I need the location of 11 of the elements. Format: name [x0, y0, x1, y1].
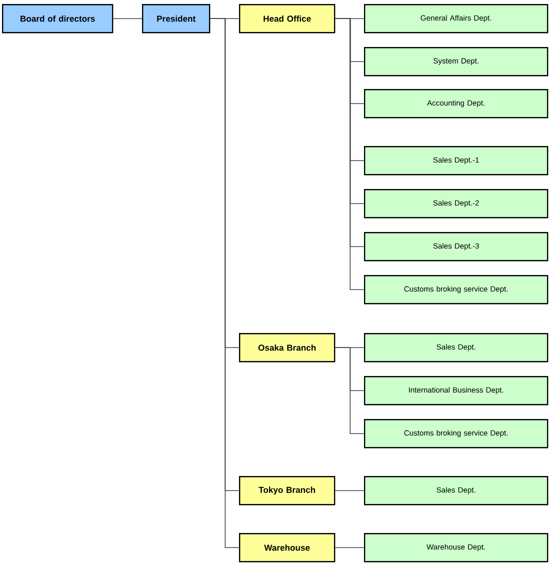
connector-line	[334, 490, 364, 491]
org-box: Board of directors	[2, 4, 114, 34]
office-box: Head Office	[239, 4, 336, 34]
office-box: Osaka Branch	[239, 333, 336, 362]
org-box: President	[142, 4, 210, 34]
connector-line	[334, 547, 364, 548]
office-box: Warehouse	[239, 533, 336, 562]
connector-line	[334, 347, 364, 434]
office-box: Tokyo Branch	[239, 476, 336, 506]
connector-line	[334, 18, 364, 290]
connector-line	[112, 18, 142, 19]
